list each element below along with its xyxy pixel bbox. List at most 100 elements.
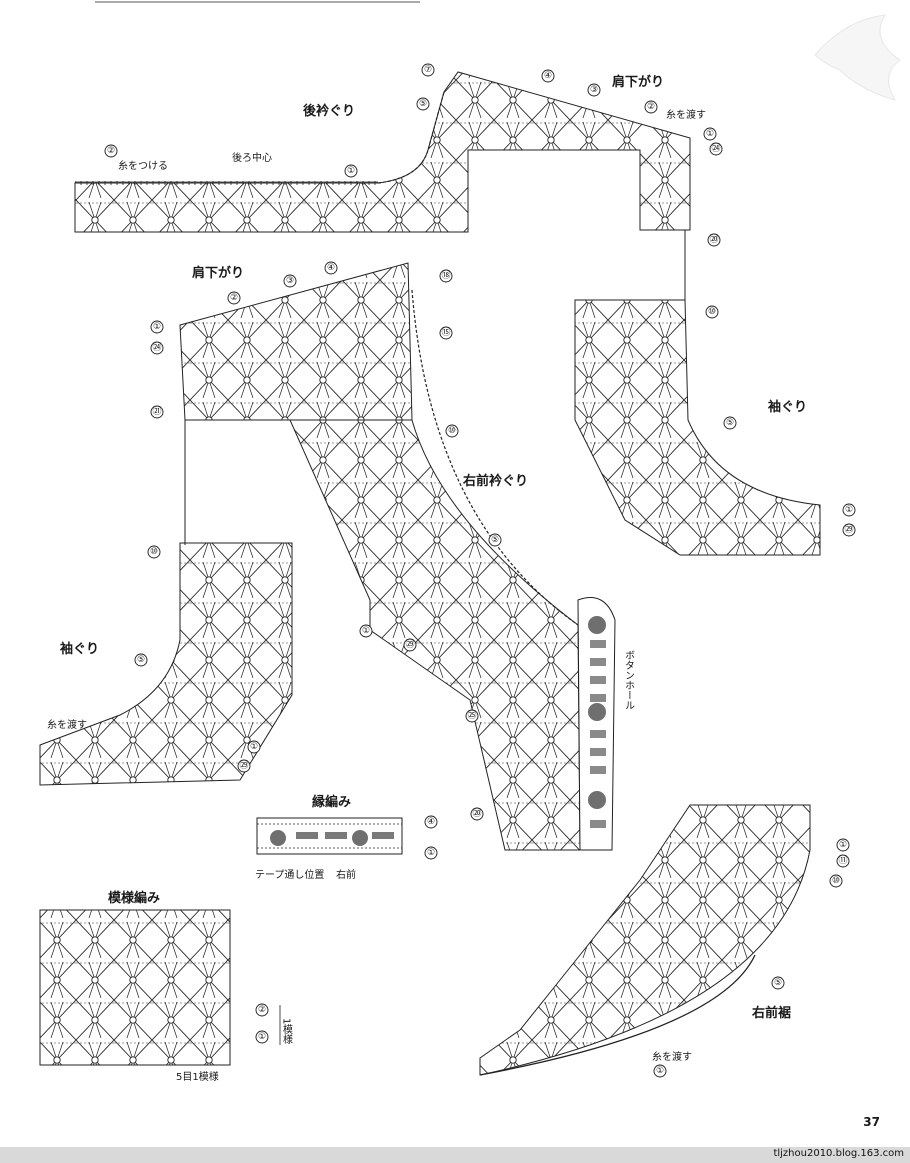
- right-front-hem-chart: [479, 804, 811, 1076]
- svg-text:④: ④: [427, 817, 435, 827]
- right-front-neck-chart: [289, 289, 581, 851]
- svg-text:⑩: ⑩: [832, 876, 840, 886]
- button-hole-marker: [588, 616, 606, 634]
- row-marker: ㉔: [709, 142, 723, 156]
- row-marker: ①: [836, 838, 850, 852]
- svg-text:⑮: ⑮: [441, 327, 450, 338]
- pattern-stitch-label: 模様編み: [108, 890, 160, 906]
- row-marker: ①: [247, 740, 261, 754]
- row-marker: ①: [653, 1064, 667, 1078]
- row-marker: ①: [703, 127, 717, 141]
- row-markers: ⑦ ④ ③ ⑤ ② ① ㉔ ② ① ⑳ ④ ③ ② ① ㉔ ㉑ ⑱ ⑮ ⑩ ⑩ …: [104, 63, 856, 1078]
- svg-text:㉔: ㉔: [152, 342, 161, 353]
- pattern-stitch-chart: [39, 909, 281, 1066]
- row-marker: ①: [359, 624, 373, 638]
- row-marker: ①: [344, 164, 358, 178]
- svg-text:⑤: ⑤: [137, 655, 145, 665]
- pattern-repeat-v-label: 1模様: [281, 1018, 293, 1044]
- shoulder-left-label: 肩下がり: [192, 265, 244, 281]
- row-marker: ②: [644, 100, 658, 114]
- svg-text:②: ②: [107, 146, 115, 156]
- row-marker: ⑤: [416, 97, 430, 111]
- row-marker: ②: [227, 291, 241, 305]
- footer-watermark-text: tljzhou2010.blog.163.com: [773, 1148, 904, 1159]
- row-marker: ⑳: [707, 233, 721, 247]
- center-back-label: 後ろ中心: [232, 151, 272, 164]
- svg-text:①: ①: [347, 166, 355, 176]
- svg-text:①: ①: [845, 505, 853, 515]
- svg-text:⑳: ⑳: [472, 808, 481, 819]
- edging-label: 縁編み: [312, 794, 351, 810]
- row-marker: ③: [283, 274, 297, 288]
- armhole-chart-left: [39, 542, 293, 786]
- svg-text:㉙: ㉙: [844, 524, 853, 535]
- row-marker: ⑱: [439, 269, 453, 283]
- svg-text:⑩: ⑩: [448, 426, 456, 436]
- svg-text:②: ②: [647, 102, 655, 112]
- svg-text:①: ①: [250, 742, 258, 752]
- tape-position-label: テープ通し位置: [255, 868, 324, 881]
- svg-text:⑳: ⑳: [709, 234, 718, 245]
- svg-text:⑪: ⑪: [838, 855, 847, 866]
- row-marker: ⑤: [723, 416, 737, 430]
- svg-text:㉑: ㉑: [152, 406, 161, 417]
- svg-text:①: ①: [427, 848, 435, 858]
- row-marker: ①: [255, 1030, 269, 1044]
- shoulder-top-label: 肩下がり: [612, 74, 664, 90]
- svg-text:⑤: ⑤: [491, 535, 499, 545]
- armhole-left-label: 袖ぐり: [60, 641, 99, 657]
- back-neck-label: 後衿ぐり: [303, 103, 355, 119]
- svg-text:⑩: ⑩: [708, 307, 716, 317]
- row-marker: ⑤: [771, 976, 785, 990]
- row-marker: ④: [324, 261, 338, 275]
- right-front-neck-label: 右前衿ぐり: [462, 473, 528, 489]
- row-marker: ㉔: [150, 341, 164, 355]
- button-hole-label: ボタンホール: [623, 650, 635, 710]
- row-marker: ⑮: [439, 326, 453, 340]
- row-marker: ①: [150, 320, 164, 334]
- svg-text:④: ④: [544, 71, 552, 81]
- row-marker: ㉙: [842, 523, 856, 537]
- svg-text:①: ①: [656, 1066, 664, 1076]
- pass-yarn-hem-label: 糸を渡す: [652, 1050, 692, 1063]
- row-marker: ⑤: [488, 533, 502, 547]
- dove-icon: [814, 14, 901, 101]
- row-marker: ㉙: [237, 759, 251, 773]
- button-band: [577, 597, 616, 851]
- edging-chart: [256, 817, 403, 855]
- svg-text:①: ①: [839, 840, 847, 850]
- row-marker: ⑳: [470, 807, 484, 821]
- svg-text:㉕: ㉕: [467, 710, 476, 721]
- svg-text:⑤: ⑤: [726, 418, 734, 428]
- row-marker: ①: [842, 503, 856, 517]
- row-marker: ①: [424, 846, 438, 860]
- svg-text:㉙: ㉙: [239, 760, 248, 771]
- row-marker: ⑩: [705, 305, 719, 319]
- right-front-small-label: 右前: [336, 868, 356, 881]
- svg-text:㉔: ㉔: [711, 143, 720, 154]
- svg-text:②: ②: [258, 1005, 266, 1015]
- svg-text:①: ①: [258, 1032, 266, 1042]
- row-marker: ㉑: [150, 405, 164, 419]
- row-marker: ⑦: [421, 63, 435, 77]
- button-hole-marker: [588, 791, 606, 809]
- svg-text:⑦: ⑦: [424, 65, 432, 75]
- svg-text:⑩: ⑩: [150, 547, 158, 557]
- button-hole-marker: [588, 703, 606, 721]
- armhole-chart-right: [574, 230, 821, 556]
- row-marker: ②: [104, 144, 118, 158]
- row-marker: ⑩: [147, 545, 161, 559]
- row-marker: ③: [587, 83, 601, 97]
- svg-text:④: ④: [327, 263, 335, 273]
- row-marker: ⑩: [445, 424, 459, 438]
- armhole-right-label: 袖ぐり: [768, 399, 807, 415]
- svg-text:⑤: ⑤: [774, 978, 782, 988]
- row-marker: ⑤: [134, 653, 148, 667]
- svg-text:③: ③: [286, 276, 294, 286]
- svg-text:⑱: ⑱: [441, 270, 450, 281]
- row-marker: ④: [541, 69, 555, 83]
- pass-yarn-top-label: 糸を渡す: [666, 108, 706, 121]
- pass-yarn-left-label: 糸を渡す: [47, 718, 87, 731]
- svg-text:⑤: ⑤: [419, 99, 427, 109]
